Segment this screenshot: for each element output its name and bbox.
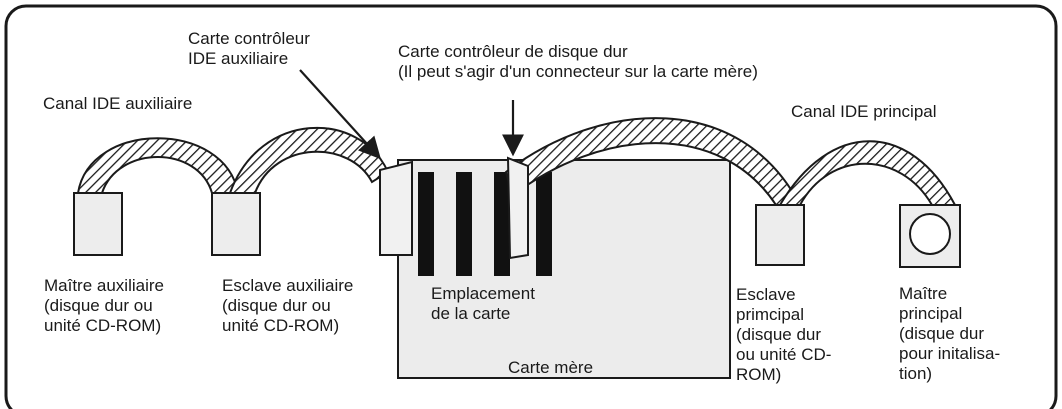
aux-channel-label: Canal IDE auxiliaire <box>43 94 193 113</box>
aux-master-drive <box>73 192 123 256</box>
motherboard-label: Carte mère <box>508 358 594 377</box>
disk-icon <box>909 213 951 255</box>
aux-ribbon-cable-segment-2 <box>228 126 390 194</box>
hd-controller-card <box>506 156 529 260</box>
card-slot-3 <box>494 172 510 276</box>
outer-frame <box>4 4 1058 409</box>
main-ribbon-cable-segment-2 <box>778 140 957 206</box>
card-slot-label: Emplacement de la carte <box>431 284 535 323</box>
card-slot-4 <box>536 172 552 276</box>
aux-slave-drive <box>211 192 261 256</box>
aux-controller-card <box>379 160 413 256</box>
motherboard <box>397 159 731 379</box>
aux-master-label: Maître auxiliaire (disque dur ou unité C… <box>44 276 164 335</box>
main-slave-drive <box>755 204 805 266</box>
aux-slave-label: Esclave auxiliaire (disque dur ou unité … <box>222 276 354 335</box>
aux-controller-arrow <box>299 69 381 160</box>
aux-controller-label: Carte contrôleur IDE auxiliaire <box>188 29 310 68</box>
main-master-label: Maître principal (disque dur pour inital… <box>899 284 1001 383</box>
card-slot-1 <box>418 172 434 276</box>
hd-controller-label: Carte contrôleur de disque dur (Il peut … <box>398 42 758 81</box>
main-channel-label: Canal IDE principal <box>791 102 937 121</box>
main-slave-label: Esclave primcipal (disque dur ou unité C… <box>736 285 832 384</box>
card-slot-2 <box>456 172 472 276</box>
aux-ribbon-cable-segment-1 <box>76 137 240 194</box>
